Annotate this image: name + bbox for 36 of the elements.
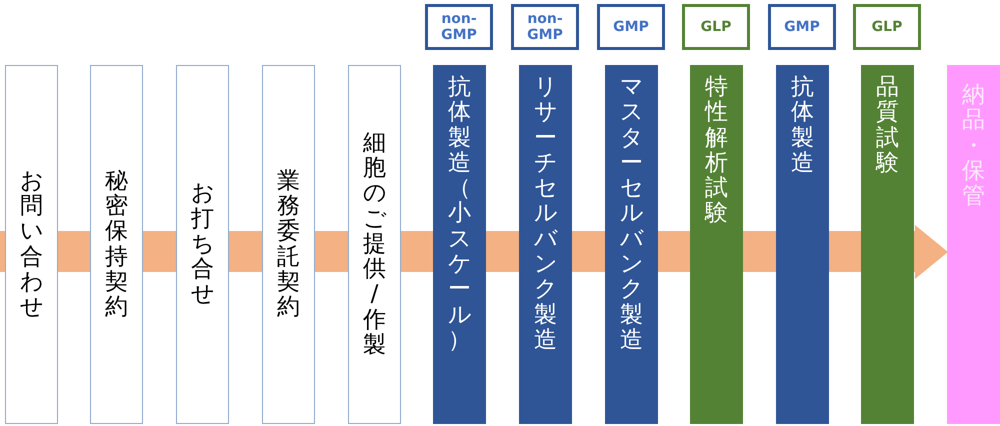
step-bar (519, 65, 572, 424)
tag-label: non-GMP (526, 11, 564, 43)
tag-label: GLP (870, 19, 904, 35)
step-label: 細胞のご提供/作製 (363, 130, 386, 358)
step-bar (348, 65, 401, 424)
step-bar (605, 65, 658, 424)
step-label: マスターセルバンク製造 (620, 75, 643, 354)
tag-box (597, 4, 665, 50)
tag-box (853, 4, 921, 50)
step-bar (262, 65, 315, 424)
step-label: お打ち合せ (191, 181, 214, 308)
step-label: 特性解析試験 (705, 75, 728, 227)
step-label: 抗体製造 (791, 75, 814, 176)
step-label: 抗体製造（小スケール） (448, 75, 471, 354)
tag-label: GMP (783, 19, 821, 35)
step-label: リサーチセルバンク製造 (534, 75, 557, 354)
step-label: お問い合わせ (20, 168, 43, 320)
step-bar (947, 65, 1000, 424)
step-bar (690, 65, 743, 424)
tag-box (511, 4, 579, 50)
tag-label: non-GMP (440, 11, 478, 43)
step-bar (861, 65, 914, 424)
tag-label: GLP (700, 19, 732, 35)
step-bar (776, 65, 829, 424)
step-label: 秘密保持契約 (105, 168, 128, 320)
tag-box (768, 4, 836, 50)
tag-box (682, 4, 750, 50)
step-bar (433, 65, 486, 424)
step-bar (176, 65, 229, 424)
step-bar (90, 65, 143, 424)
tag-box (425, 4, 493, 50)
step-label: 品質試験 (876, 75, 899, 176)
step-label: 業務委託契約 (277, 168, 300, 320)
tag-label: GMP (612, 19, 650, 35)
step-label: 納品・保管 (962, 83, 985, 210)
step-bar (5, 65, 58, 424)
